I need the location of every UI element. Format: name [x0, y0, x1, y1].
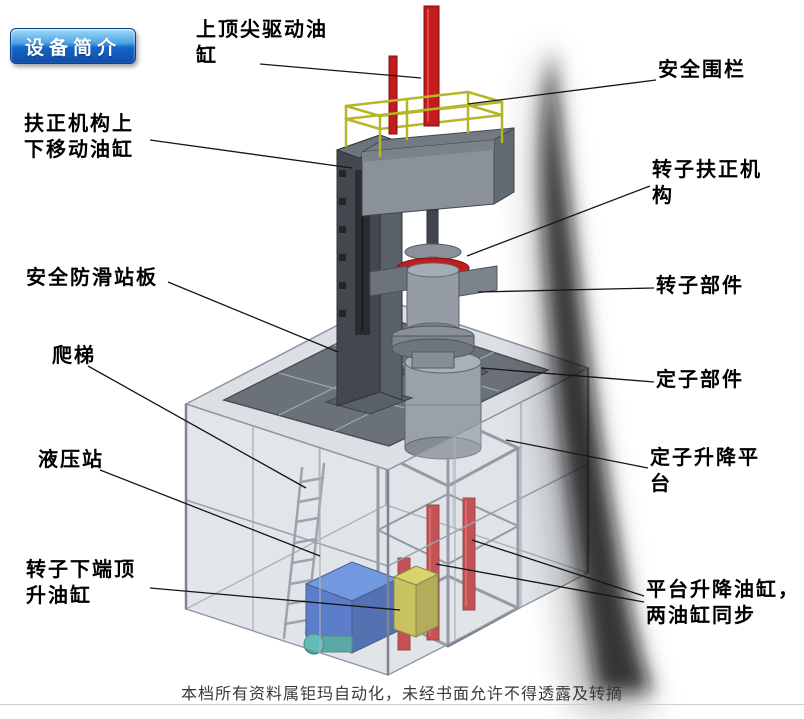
label-rotor-part: 转子部件 — [656, 273, 744, 297]
label-top-drive-cylinder: 上顶尖驱动油缸 — [196, 17, 328, 67]
label-rotor-jack-cylinder: 转子下端顶升油缸 — [26, 557, 136, 607]
label-antislip-board: 安全防滑站板 — [26, 265, 158, 289]
top-drive-cylinder-rods — [388, 5, 440, 135]
label-platform-lift-cylinders: 平台升降油缸，两油缸同步 — [646, 577, 800, 627]
label-hydraulic-station: 液压站 — [38, 447, 104, 471]
smoke-shadow — [532, 40, 654, 712]
leader-lines — [87, 63, 657, 611]
label-rotor-centering: 转子扶正机构 — [652, 157, 762, 207]
label-ladder: 爬梯 — [52, 343, 96, 367]
label-stator-lift-platform: 定子升降平台 — [650, 445, 760, 495]
enclosure-cage-front — [184, 367, 590, 676]
bottom-divider — [0, 704, 804, 705]
hydraulic-station-unit — [303, 561, 440, 655]
head-box — [361, 127, 515, 217]
label-safety-fence: 安全围栏 — [658, 57, 746, 81]
safety-fence-railing-front — [344, 90, 504, 148]
label-stator-part: 定子部件 — [656, 367, 744, 391]
copyright-footer: 本档所有资料属钜玛自动化，未经书面允许不得透露及转摘 — [180, 684, 623, 703]
rotor-assembly — [369, 209, 498, 369]
title-badge: 设备简介 — [10, 28, 136, 64]
label-centering-cylinder: 扶正机构上下移动油缸 — [24, 111, 134, 161]
